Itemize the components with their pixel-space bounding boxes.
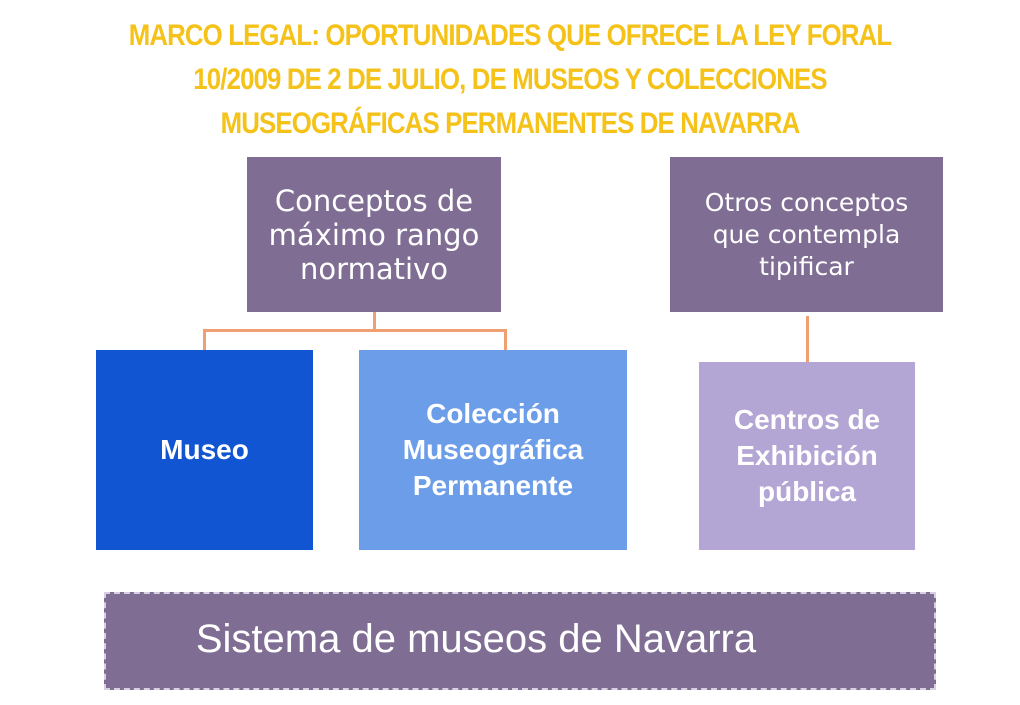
connector-to-centros — [806, 316, 809, 362]
connector-to-coleccion — [504, 329, 507, 350]
footer-label: Sistema de museos de Navarra — [195, 616, 757, 661]
node-museo: Museo — [96, 350, 313, 550]
node-coleccion-museografica: Colección Museográfica Permanente — [359, 350, 627, 550]
node-centros-exhibicion: Centros de Exhibición pública — [699, 362, 915, 550]
node-label: Centros de Exhibición pública — [733, 404, 881, 507]
connector-to-museo — [203, 329, 206, 350]
node-label: Otros conceptos que contempla tipificar — [704, 187, 909, 281]
node-label: Colección Museográfica Permanente — [402, 398, 584, 501]
node-conceptos-maximo-rango: Conceptos de máximo rango normativo — [247, 157, 501, 312]
node-label: Museo — [160, 434, 249, 465]
page-title: Marco legal: oportunidades que ofrece la… — [128, 19, 892, 140]
node-label: Conceptos de máximo rango normativo — [268, 183, 480, 286]
connector-left-stem — [373, 312, 376, 330]
node-otros-conceptos: Otros conceptos que contempla tipificar — [670, 157, 943, 312]
footer-sistema-museos: Sistema de museos de Navarra — [104, 592, 936, 690]
connector-left-bar — [203, 329, 507, 332]
